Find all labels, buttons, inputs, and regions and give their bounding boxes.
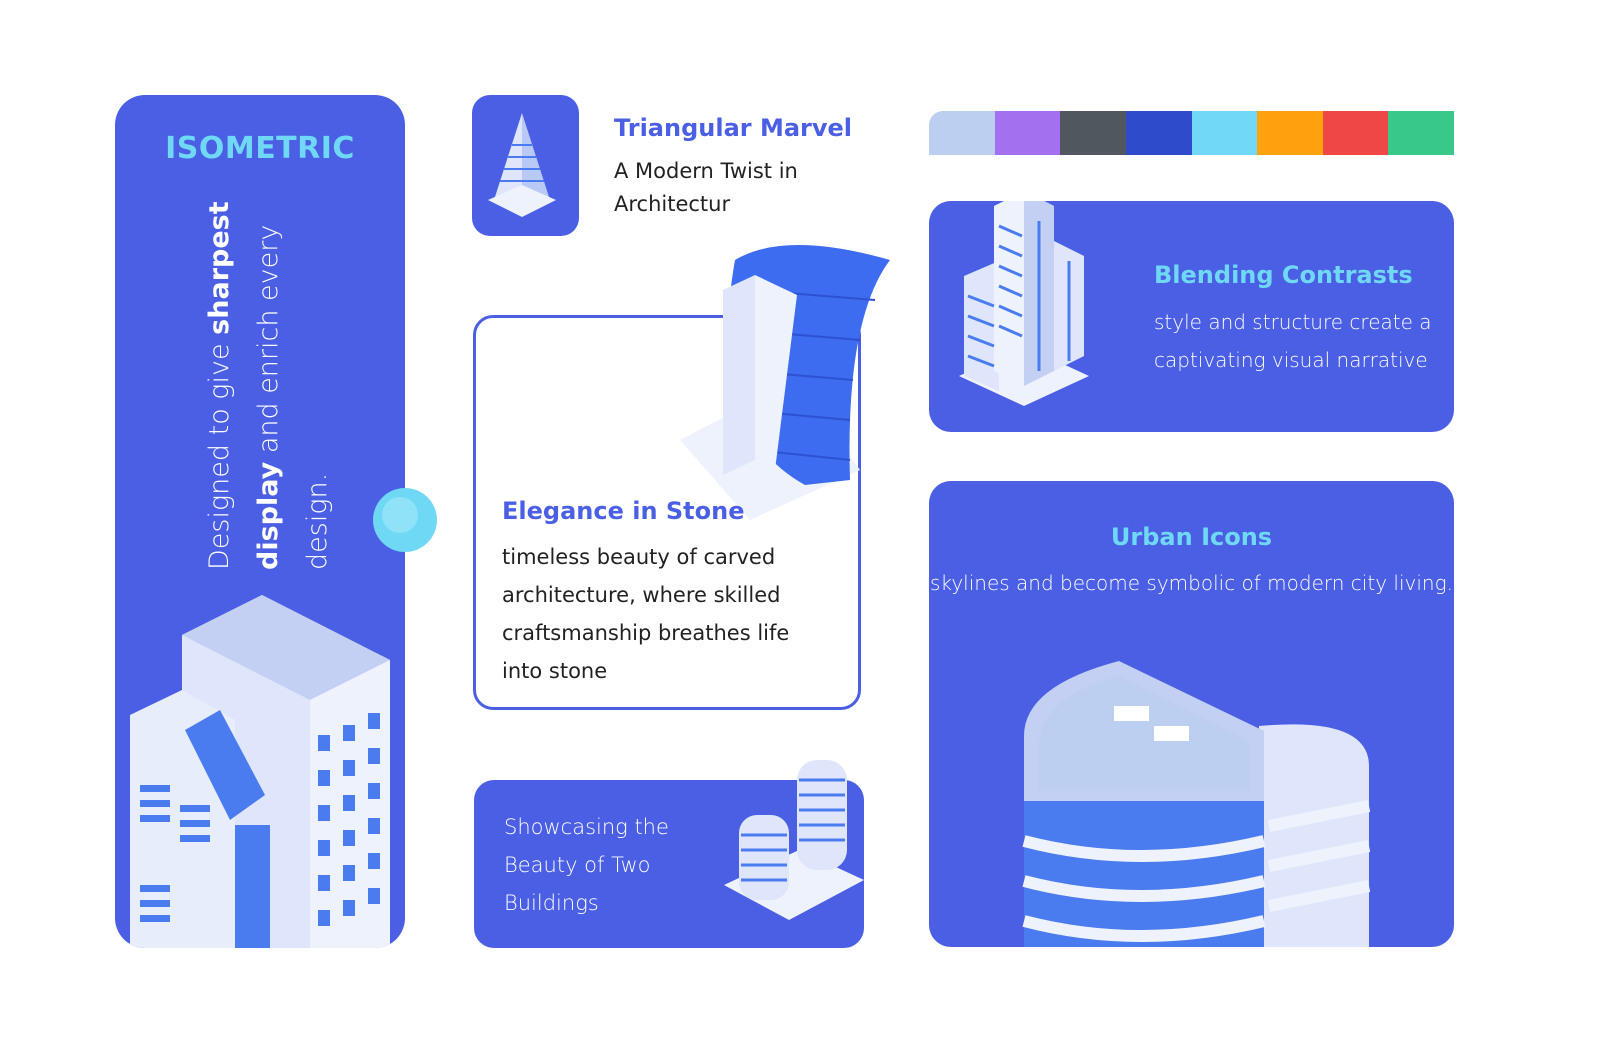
swatch-light-blue bbox=[929, 111, 995, 155]
pyramid-tower-icon bbox=[488, 113, 556, 217]
triangle-building-icon-box bbox=[472, 95, 579, 236]
swatch-gray bbox=[1060, 111, 1126, 155]
swatch-purple bbox=[994, 111, 1061, 155]
showcase-text: Showcasing the Beauty of Two Buildings bbox=[504, 815, 669, 915]
tower-building-illustration bbox=[130, 595, 390, 948]
swatch-cyan bbox=[1191, 111, 1258, 155]
decorative-circle bbox=[373, 488, 437, 552]
desc-text: and enrich every bbox=[253, 224, 284, 462]
vertical-description: Designed to give sharpest display and en… bbox=[195, 201, 342, 570]
isometric-title: ISOMETRIC bbox=[165, 131, 355, 166]
stepped-skyscraper-illustration bbox=[959, 201, 1089, 406]
triangular-marvel-subtitle: A Modern Twist in Architectur bbox=[614, 159, 798, 216]
swatch-green bbox=[1388, 111, 1454, 155]
curved-building-illustration bbox=[680, 245, 890, 520]
swatch-red bbox=[1322, 111, 1389, 155]
swatch-orange bbox=[1257, 111, 1323, 155]
urban-card: Urban Icons skylines and become symbolic… bbox=[929, 481, 1454, 947]
desc-bold: display bbox=[253, 461, 284, 570]
triangular-marvel-title: Triangular Marvel bbox=[614, 114, 853, 142]
blending-card: Blending Contrasts style and structure c… bbox=[929, 201, 1454, 432]
urban-title: Urban Icons bbox=[1110, 523, 1273, 551]
urban-body: skylines and become symbolic of modern c… bbox=[930, 571, 1453, 595]
desc-text: Designed to give bbox=[204, 334, 235, 570]
blending-body: style and structure create a captivating… bbox=[1154, 310, 1432, 372]
isometric-panel: ISOMETRIC Designed to give sharpest disp… bbox=[115, 95, 405, 948]
desc-text: design. bbox=[302, 472, 333, 570]
cylindrical-building-illustration bbox=[1022, 661, 1371, 947]
showcase-card: Showcasing the Beauty of Two Buildings bbox=[474, 760, 864, 948]
twin-buildings-illustration bbox=[724, 760, 864, 920]
blending-title: Blending Contrasts bbox=[1154, 261, 1413, 289]
elegance-body: timeless beauty of carved architecture, … bbox=[502, 545, 790, 683]
elegance-title: Elegance in Stone bbox=[502, 497, 745, 525]
color-palette bbox=[929, 111, 1454, 155]
desc-bold: sharpest bbox=[204, 201, 235, 335]
swatch-blue bbox=[1125, 111, 1192, 155]
